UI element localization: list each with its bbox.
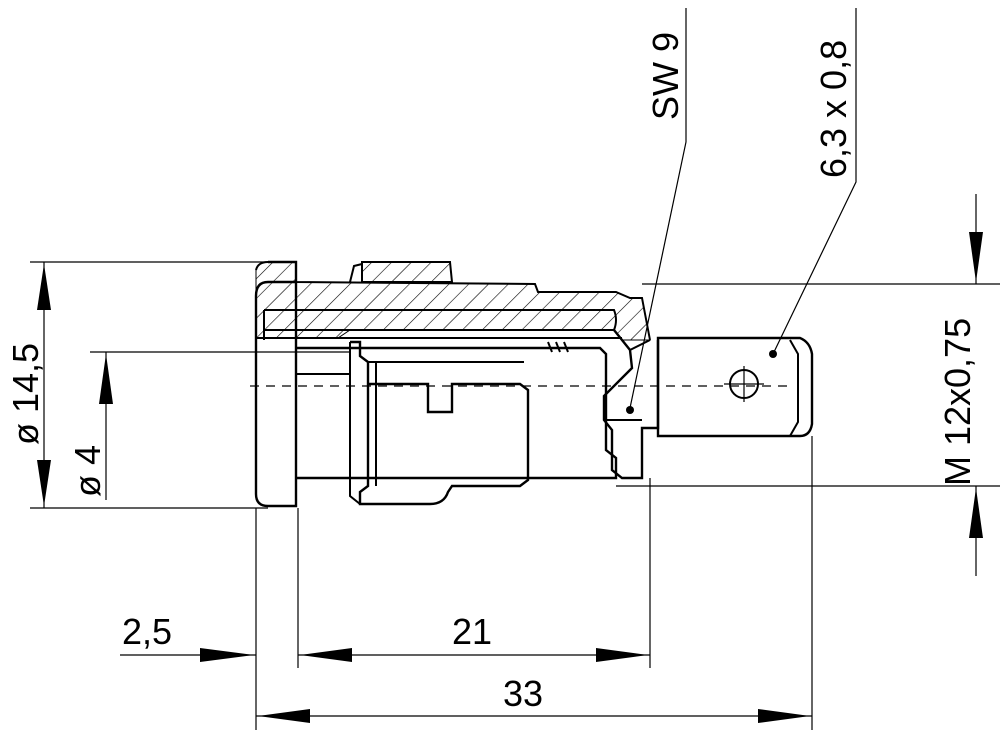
label-len-body: 21: [452, 611, 492, 652]
label-wrench: SW 9: [645, 32, 686, 120]
body-outline: [296, 346, 618, 480]
sleeve-section: [255, 261, 651, 341]
dimension-labels: ø 14,5 ø 4 M 12x0,75 SW 9 6,3 x 0,8 2,5 …: [5, 32, 978, 714]
label-len-flange: 2,5: [122, 611, 172, 652]
socket-body: [254, 260, 814, 508]
hex-shoulder: [602, 329, 660, 480]
label-dia-inner: ø 4: [67, 445, 108, 497]
hex-nut-section: [361, 261, 453, 283]
label-tab: 6,3 x 0,8: [813, 40, 854, 178]
label-len-total: 33: [503, 673, 543, 714]
spring-clip: [349, 263, 363, 283]
faston-tab: [656, 336, 814, 438]
label-dia-outer: ø 14,5: [5, 343, 46, 445]
label-thread: M 12x0,75: [937, 318, 978, 486]
dimension-lines: [30, 8, 1000, 730]
contact-pin: [350, 340, 530, 506]
